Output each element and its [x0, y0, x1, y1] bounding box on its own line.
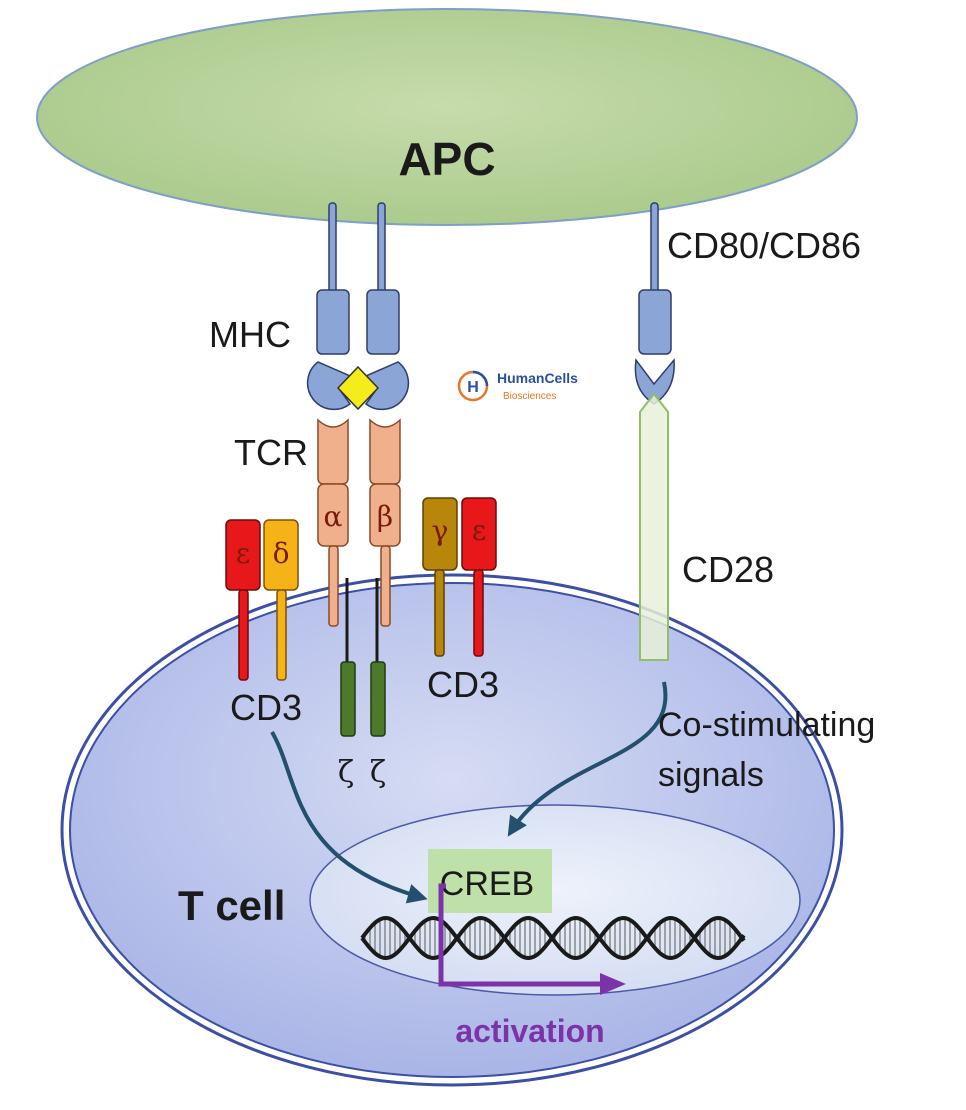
costim-label-line2: signals	[658, 756, 764, 794]
logo-sub: Biosciences	[503, 391, 556, 402]
alpha-label: α	[324, 500, 343, 533]
zeta-chain-right	[370, 578, 386, 737]
cd3-gamma	[422, 497, 458, 657]
cd3-left-label: CD3	[230, 687, 302, 728]
zeta-chain-left	[340, 578, 356, 737]
activation-label: activation	[455, 1013, 604, 1049]
cd80-cd86-label: CD80/CD86	[667, 225, 861, 266]
cd3-right-label: CD3	[427, 664, 499, 705]
epsilon-right-label: ε	[472, 514, 487, 547]
t-cell-label: T cell	[178, 882, 285, 929]
tcr-label: TCR	[234, 432, 308, 473]
tcr-alpha-chain	[317, 418, 349, 627]
cd3-epsilon-right	[461, 497, 497, 657]
mhc-right-chain	[364, 202, 410, 411]
cd28-label: CD28	[682, 549, 774, 590]
logo-name: HumanCells	[497, 370, 578, 386]
apc-label: APC	[398, 133, 495, 185]
dna-strand-2	[360, 915, 746, 961]
creb-box	[428, 849, 552, 913]
delta-label: δ	[273, 537, 290, 570]
cd80-cd86-receptor	[634, 202, 675, 405]
antigen-peptide	[336, 365, 380, 411]
costim-label-line1: Co-stimulating	[658, 706, 875, 744]
dna-helix	[360, 915, 746, 961]
cd3-epsilon-left	[225, 519, 261, 681]
beta-label: β	[377, 500, 393, 533]
creb-label: CREB	[440, 865, 534, 903]
gamma-label: γ	[432, 514, 449, 547]
activation-arrow	[438, 883, 626, 995]
apc-cell	[36, 8, 858, 226]
tcr-signal-arrow	[270, 730, 428, 904]
nucleus	[309, 804, 801, 996]
zeta-label-right: ζ	[370, 755, 386, 790]
tcr-beta-chain	[369, 418, 401, 627]
logo-letter: H	[467, 379, 479, 396]
humancells-logo: H HumanCells Biosciences	[457, 370, 578, 402]
zeta-label-left: ζ	[338, 755, 354, 790]
mhc-left-chain	[306, 202, 352, 411]
mhc-label: MHC	[209, 314, 291, 355]
cd28-receptor	[639, 392, 669, 661]
epsilon-left-label: ε	[236, 537, 251, 570]
costim-signal-arrow	[507, 681, 668, 837]
cd3-delta	[263, 519, 299, 681]
